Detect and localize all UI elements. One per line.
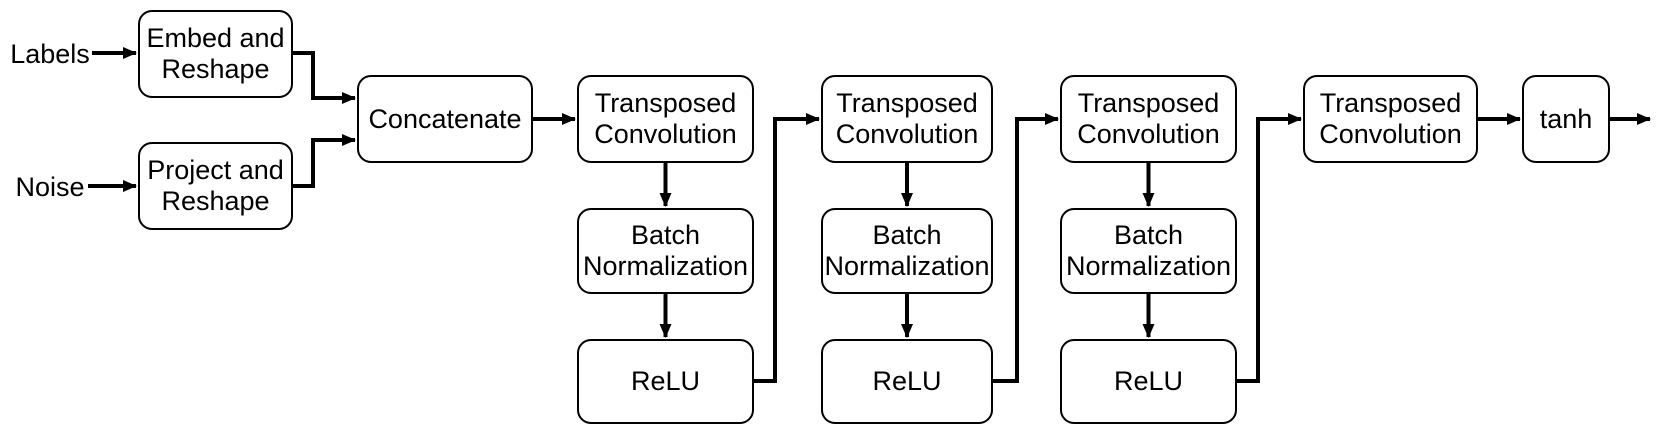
node-label: Transposed Convolution — [594, 88, 737, 149]
edge-relu3-tc4 — [1237, 113, 1302, 383]
node-concatenate: Concatenate — [357, 75, 533, 163]
edge-project-concat — [292, 134, 356, 188]
node-label: ReLU — [630, 366, 701, 396]
node-label: Embed and Reshape — [146, 23, 285, 84]
node-label: ReLU — [872, 366, 942, 396]
edge-relu2-tc3 — [993, 113, 1059, 383]
node-project-and-reshape: Project and Reshape — [138, 142, 293, 230]
node-transposed-convolution-2: Transposed Convolution — [821, 75, 993, 163]
node-label: Batch Normalization — [582, 220, 749, 281]
node-relu-2: ReLU — [821, 339, 993, 424]
edge-relu1-tc2 — [754, 113, 820, 383]
node-relu-1: ReLU — [577, 339, 754, 424]
node-transposed-convolution-3: Transposed Convolution — [1060, 75, 1237, 163]
input-label-noise: Noise — [15, 172, 85, 202]
input-label-labels: Labels — [10, 39, 90, 69]
node-label: Transposed Convolution — [835, 88, 979, 149]
node-transposed-convolution-1: Transposed Convolution — [577, 75, 754, 163]
node-relu-3: ReLU — [1060, 339, 1237, 424]
node-label: Batch Normalization — [824, 220, 990, 281]
node-label: Transposed Convolution — [1077, 88, 1220, 149]
node-label: Transposed Convolution — [1319, 88, 1462, 149]
node-label: Concatenate — [368, 103, 522, 134]
node-label: ReLU — [1113, 366, 1184, 396]
node-label: tanh — [1539, 103, 1593, 134]
node-label: Batch Normalization — [1065, 220, 1232, 281]
node-label: Project and Reshape — [147, 155, 284, 216]
node-tanh: tanh — [1522, 75, 1610, 163]
node-embed-and-reshape: Embed and Reshape — [138, 10, 293, 98]
node-batch-normalization-1: Batch Normalization — [577, 208, 754, 294]
edge-embed-concat — [292, 51, 356, 104]
node-batch-normalization-3: Batch Normalization — [1060, 208, 1237, 294]
node-batch-normalization-2: Batch Normalization — [821, 208, 993, 294]
node-transposed-convolution-4: Transposed Convolution — [1303, 75, 1478, 163]
